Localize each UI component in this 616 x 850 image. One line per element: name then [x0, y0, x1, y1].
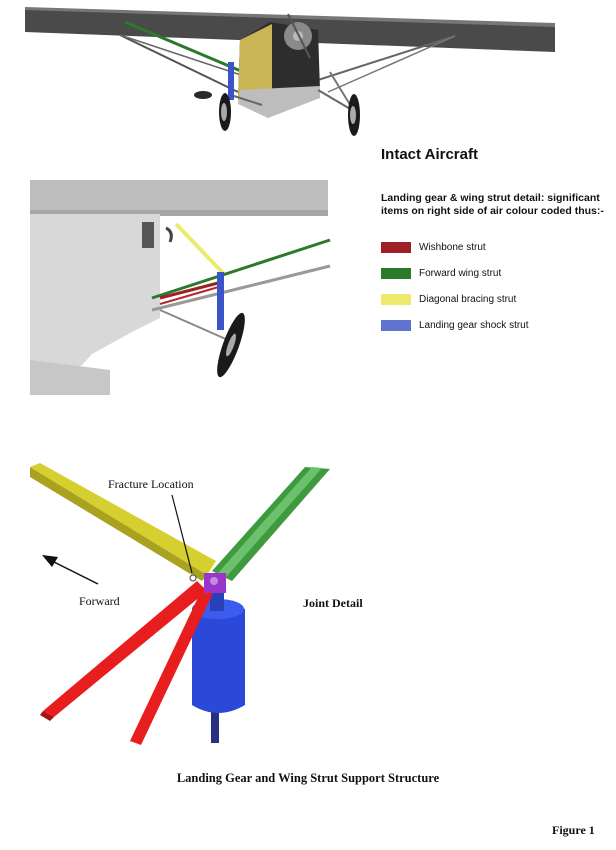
propeller	[287, 13, 311, 59]
legend-item-diagonal-bracing: Diagonal bracing strut	[381, 293, 611, 306]
legend-label: Landing gear shock strut	[419, 320, 529, 331]
joint-detail-title: Joint Detail	[303, 596, 363, 610]
forward-arrow-head	[42, 555, 58, 567]
figure-number: Figure 1	[552, 823, 595, 837]
left-wing-strut	[119, 34, 239, 93]
fuselage-side	[238, 24, 272, 100]
fuselage-lower-panel	[30, 360, 110, 395]
diagonal-bracing-strut	[174, 222, 226, 276]
joint-detail-view	[30, 463, 330, 745]
wishbone-strut-rear	[43, 581, 207, 717]
left-gear-leg	[233, 95, 263, 106]
wing-underside	[30, 180, 328, 214]
right-wheel-hub	[350, 106, 356, 124]
right-gear-leg	[317, 89, 353, 111]
joint-bolt	[210, 577, 218, 585]
strut-fitting	[165, 226, 173, 243]
right-gear-leg-2	[329, 71, 353, 109]
gear-leg	[159, 309, 229, 341]
legend-swatch	[381, 294, 411, 305]
tail-wheel	[194, 91, 212, 99]
forward-wing-strut-highlight	[218, 467, 322, 577]
fracture-pointer	[171, 494, 193, 574]
fracture-point	[189, 574, 197, 582]
fuselage-window	[142, 222, 154, 248]
wishbone-strut-rear-shade	[40, 711, 54, 721]
shock-strut-rod	[211, 683, 219, 743]
forward-arrow-shaft	[51, 560, 99, 585]
diagonal-bracing-strut-shade	[30, 467, 207, 581]
wishbone-strut-a	[159, 280, 223, 300]
legend-label: Wishbone strut	[419, 242, 486, 253]
rear-wing-strut	[151, 264, 331, 312]
shock-strut-body	[192, 602, 245, 713]
forward-label: Forward	[79, 594, 120, 608]
legend-item-shock-strut: Landing gear shock strut	[381, 319, 611, 332]
legend-item-wishbone: Wishbone strut	[381, 241, 611, 254]
figure-caption: Landing Gear and Wing Strut Support Stru…	[176, 771, 440, 785]
legend: Wishbone strut Forward wing strut Diagon…	[381, 241, 611, 345]
landing-gear-detail-view	[30, 180, 331, 395]
wing-edge	[30, 210, 328, 216]
shock-strut	[228, 62, 234, 100]
shock-strut-neck	[210, 591, 224, 611]
legend-swatch	[381, 320, 411, 331]
legend-swatch	[381, 242, 411, 253]
legend-item-forward-wing-strut: Forward wing strut	[381, 267, 611, 280]
fuselage-panel	[30, 214, 160, 392]
legend-label: Diagonal bracing strut	[419, 294, 517, 305]
intact-aircraft-heading: Intact Aircraft	[381, 146, 478, 163]
diagonal-bracing-strut	[30, 463, 216, 575]
fracture-location-label: Fracture Location	[108, 477, 194, 491]
shock-strut	[217, 272, 224, 330]
forward-wing-strut	[151, 238, 331, 300]
right-wing-strut-2	[327, 35, 456, 93]
fuselage-lower	[238, 86, 320, 118]
right-wing-strut	[317, 35, 456, 81]
wishbone-strut-b	[159, 285, 223, 305]
wheel-hub	[226, 333, 236, 357]
legend-swatch	[381, 268, 411, 279]
left-wheel-hub	[221, 103, 227, 121]
legend-label: Forward wing strut	[419, 268, 502, 279]
aircraft-front-view	[25, 7, 555, 136]
wishbone-strut-forward	[130, 587, 213, 745]
legend-intro: Landing gear & wing strut detail: signif…	[381, 192, 604, 217]
